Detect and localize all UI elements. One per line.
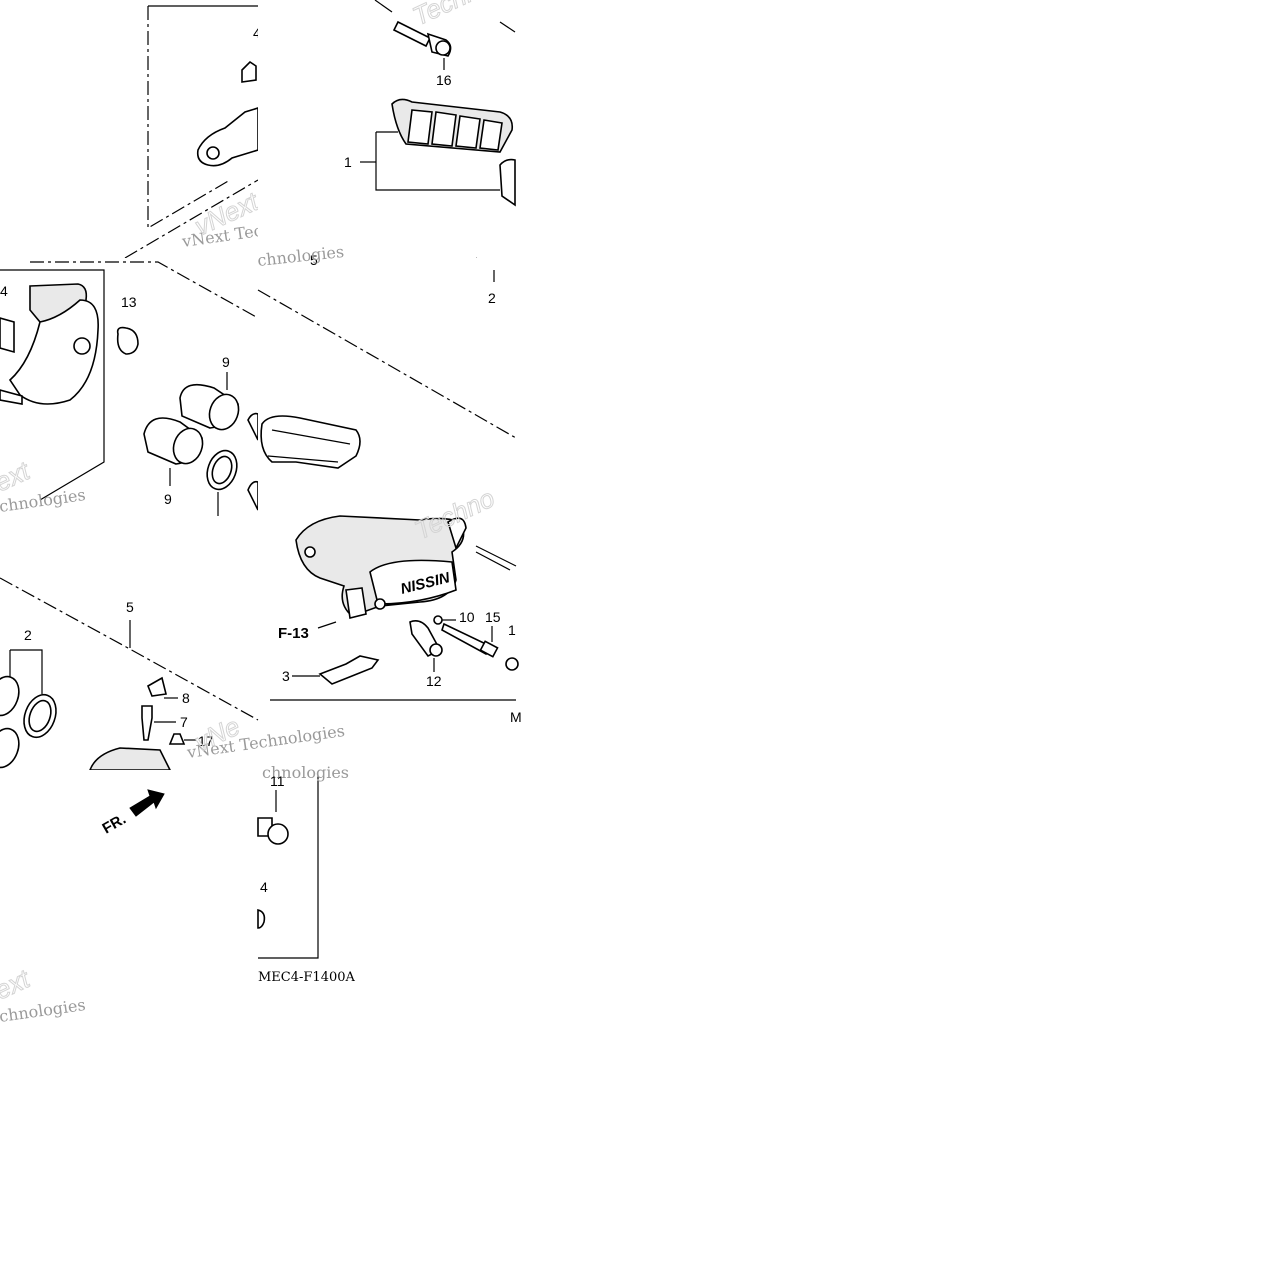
callout-5-top: 5 bbox=[310, 252, 318, 268]
watermark-text-bottom-mid: chnologies bbox=[262, 763, 349, 782]
bleeder-7 bbox=[141, 705, 153, 741]
spring-clip-3 bbox=[318, 655, 380, 685]
bolt-12 bbox=[409, 620, 443, 658]
callout-10: 10 bbox=[459, 609, 475, 625]
callout-1: 1 bbox=[344, 154, 352, 170]
pin-10 bbox=[433, 615, 443, 625]
callout-9-lower: 9 bbox=[164, 491, 172, 507]
caliper-bracket bbox=[196, 60, 259, 167]
callout-12: 12 bbox=[426, 673, 442, 689]
tile-lower-middle: NISSIN F-13 10 15 1 12 3 M bbox=[258, 482, 522, 725]
tile-middle-middle: 2 5 chnologies bbox=[256, 242, 517, 516]
callout-2-left: 2 bbox=[24, 627, 32, 643]
f13-reference: F-13 bbox=[278, 621, 337, 642]
drawing-code: MEC4-F1400A bbox=[258, 970, 356, 985]
callout-4-left: 4 bbox=[0, 283, 8, 299]
callout-5: 5 bbox=[126, 599, 134, 615]
bracket-8 bbox=[146, 676, 167, 697]
callout-7: 7 bbox=[180, 714, 188, 730]
callout-3: 3 bbox=[282, 668, 290, 684]
kit-boundary-line bbox=[147, 6, 231, 230]
tile-lower-left: 5 2 8 7 17 vNext Technologies vNe bbox=[0, 516, 346, 771]
bolt-16 bbox=[392, 20, 452, 57]
callout-16: 16 bbox=[436, 72, 452, 88]
callout-13: 13 bbox=[121, 294, 137, 310]
seal-ring bbox=[206, 449, 238, 491]
piston-9-upper bbox=[179, 383, 240, 431]
callout-17: 17 bbox=[198, 733, 214, 749]
callout-15: 15 bbox=[485, 609, 501, 625]
tile-bottom-middle: chnologies 11 4 MEC4-F1400A bbox=[257, 763, 516, 1028]
piston-9-lower bbox=[143, 417, 204, 465]
washer-14 bbox=[257, 908, 266, 929]
drawing-code-partial: M bbox=[510, 709, 522, 725]
tile-middle-left: 4 13 9 9 ext chnologies bbox=[0, 258, 259, 516]
reference-label: F-13 bbox=[278, 625, 309, 642]
tile-top-middle: 16 1 Technologies bbox=[258, 0, 559, 271]
callout-11: 11 bbox=[270, 773, 285, 789]
caliper-body-left bbox=[0, 283, 99, 405]
tile-bottom-left: FR. ext chnologies bbox=[0, 770, 258, 1028]
bolt-11 bbox=[257, 817, 289, 845]
cap-17 bbox=[168, 733, 186, 745]
callout-8: 8 bbox=[182, 690, 190, 706]
callout-2-top: 2 bbox=[488, 290, 496, 306]
brake-pad-outline bbox=[260, 415, 361, 469]
boot-13 bbox=[116, 326, 139, 355]
seal-rings-2 bbox=[0, 675, 57, 769]
bolt-15 bbox=[441, 622, 499, 658]
callout-14: 4 bbox=[260, 879, 268, 895]
callout-4-top: 4 bbox=[253, 25, 261, 41]
caliper-assembly: NISSIN bbox=[295, 515, 467, 619]
callout-9-upper: 9 bbox=[222, 354, 230, 370]
brake-pad-set bbox=[391, 98, 516, 207]
callout-1-right: 1 bbox=[508, 622, 516, 638]
